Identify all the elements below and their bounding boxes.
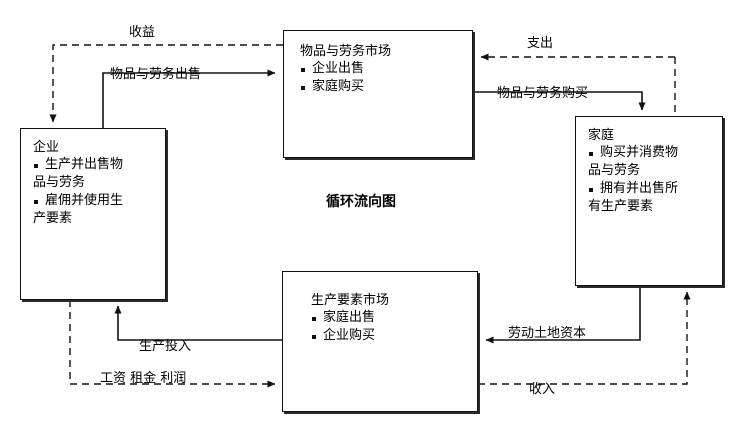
box-factor-market[interactable]: 生产要素市场 家庭出售 企业购买 [282, 271, 478, 412]
label-goods-bought: 物品与劳务购买 [497, 86, 589, 101]
list-item-continuation: 品与劳务 [33, 175, 86, 190]
flow-production-inputs-line [114, 305, 282, 341]
box-factor-market-bullets: 家庭出售 企业购买 [311, 309, 477, 345]
box-goods-market[interactable]: 物品与劳务市场 企业出售 家庭购买 [283, 30, 473, 158]
label-wages-rent-profit: 工资 租金 利润 [100, 371, 187, 386]
box-households-title: 家庭 [588, 128, 615, 143]
list-item: 企业购买 [311, 327, 477, 345]
list-item-continuation: 有生产要素 [588, 199, 654, 214]
label-labor-land-capital: 劳动土地资本 [508, 326, 587, 341]
box-goods-market-bullets: 企业出售 家庭购买 [300, 60, 472, 96]
box-firms-bullets: 生产并出售物 品与劳务 雇佣并使用生 产要素 [33, 156, 165, 228]
box-goods-market-title: 物品与劳务市场 [300, 44, 392, 59]
list-item: 家庭购买 [300, 78, 472, 96]
box-households-bullets: 购买并消费物 品与劳务 拥有并出售所 有生产要素 [588, 144, 722, 216]
list-item: 家庭出售 [311, 309, 477, 327]
box-factor-market-title: 生产要素市场 [311, 293, 390, 308]
flow-revenue-line [49, 44, 283, 123]
list-item: 拥有并出售所 [588, 180, 722, 198]
box-households[interactable]: 家庭 购买并消费物 品与劳务 拥有并出售所 有生产要素 [575, 116, 723, 286]
box-firms-title: 企业 [33, 140, 60, 155]
label-goods-sold: 物品与劳务出售 [110, 67, 202, 82]
label-income: 收入 [529, 382, 556, 397]
list-item: 企业出售 [300, 60, 472, 78]
page-title: 循环流向图 [326, 194, 396, 210]
list-item: 雇佣并使用生 [33, 192, 165, 210]
list-item: 生产并出售物 [33, 156, 165, 174]
label-expenditure: 支出 [527, 36, 554, 51]
box-firms[interactable]: 企业 生产并出售物 品与劳务 雇佣并使用生 产要素 [20, 128, 166, 300]
list-item-continuation: 品与劳务 [588, 163, 641, 178]
list-item-continuation: 产要素 [33, 211, 73, 226]
list-item: 购买并消费物 [588, 144, 722, 162]
label-revenue: 收益 [129, 25, 156, 40]
label-production-inputs: 生产投入 [139, 339, 192, 354]
top-divider [0, 0, 738, 3]
